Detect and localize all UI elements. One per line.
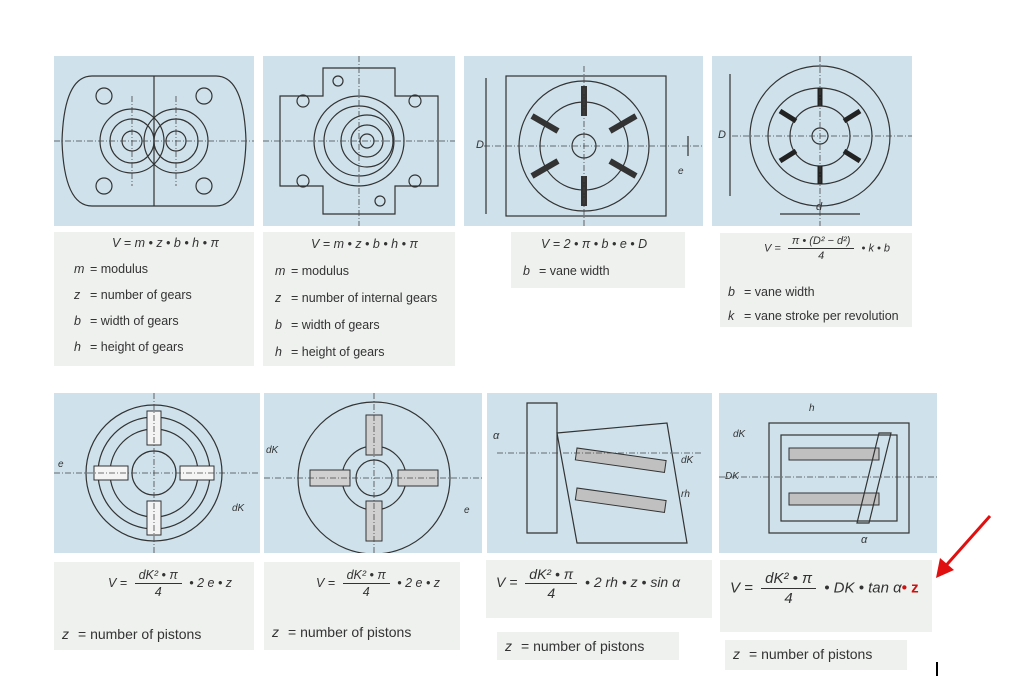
balanced-vane-d-label: D (718, 129, 726, 141)
internal-gear-formula-panel: V = m • z • b • h • π m= modulus z= numb… (263, 232, 455, 366)
radial-dk-label: dK (232, 503, 246, 514)
radial-piston-pump-internal-diagram: dK e (264, 393, 482, 553)
formula: V = π • (D² − d²)4 • k • b (764, 235, 891, 262)
external-gear-formula-panel: V = m • z • b • h • π m= modulus z= numb… (54, 232, 254, 366)
formula: V = 2 • π • b • e • D (541, 237, 648, 251)
definition: z= number of internal gears (275, 291, 438, 305)
bent-axis-dk-label: dK (681, 455, 695, 466)
internal-gear-pump-diagram (263, 56, 455, 226)
formula: V = m • z • b • h • π (112, 236, 219, 250)
formula: V = m • z • b • h • π (311, 237, 418, 251)
vane-formula-panel: V = 2 • π • b • e • D b= vane width (511, 232, 685, 288)
external-gear-pump-diagram (54, 56, 254, 226)
swash-plate-definition-panel: z= number of pistons (725, 640, 907, 670)
definition: h= height of gears (74, 340, 184, 354)
definition: b= width of gears (74, 314, 179, 328)
definition: z= number of pistons (62, 626, 202, 642)
swash-h-label: h (809, 403, 815, 414)
bent-axis-definition-panel: z= number of pistons (497, 632, 679, 660)
balanced-vane-formula-panel: V = π • (D² − d²)4 • k • b b= vane width… (720, 233, 912, 327)
text-cursor (936, 662, 938, 676)
internal-radial-dk-label: dK (266, 445, 280, 456)
definition: z= number of pistons (272, 624, 412, 640)
definition: b= width of gears (275, 318, 380, 332)
definition: k= vane stroke per revolution (728, 309, 899, 323)
balanced-vane-small-d-label: d (816, 201, 823, 213)
definition: z= number of gears (74, 288, 192, 302)
vane-e-label: e (678, 166, 684, 177)
vane-pump-diagram: D e (464, 56, 703, 226)
balanced-vane-pump-diagram: D d (712, 56, 912, 226)
swash-dk-label: dK (733, 429, 747, 440)
added-z-factor: • z (901, 579, 919, 597)
definition: z= number of pistons (733, 646, 873, 662)
definition: b= vane width (523, 264, 610, 278)
bent-axis-rh-label: rh (681, 489, 690, 500)
bent-axis-piston-pump-diagram: α dK rh (487, 393, 712, 553)
internal-radial-e-label: e (464, 505, 470, 516)
swash-alpha-label: α (861, 534, 868, 546)
definition: z= number of pistons (505, 638, 645, 654)
swash-plate-piston-pump-diagram: h dK DK α (719, 393, 937, 553)
radial-piston-pump-external-diagram: e dK (54, 393, 260, 553)
definition: m= modulus (74, 262, 149, 276)
bent-axis-alpha-label: α (493, 430, 500, 442)
vane-d-label: D (476, 139, 484, 151)
swash-DK-label: DK (725, 471, 740, 482)
definition: m= modulus (275, 264, 350, 278)
radial-e-label: e (58, 459, 64, 470)
definition: h= height of gears (275, 345, 385, 359)
definition: b= vane width (728, 285, 815, 299)
red-arrow-icon (936, 515, 992, 578)
